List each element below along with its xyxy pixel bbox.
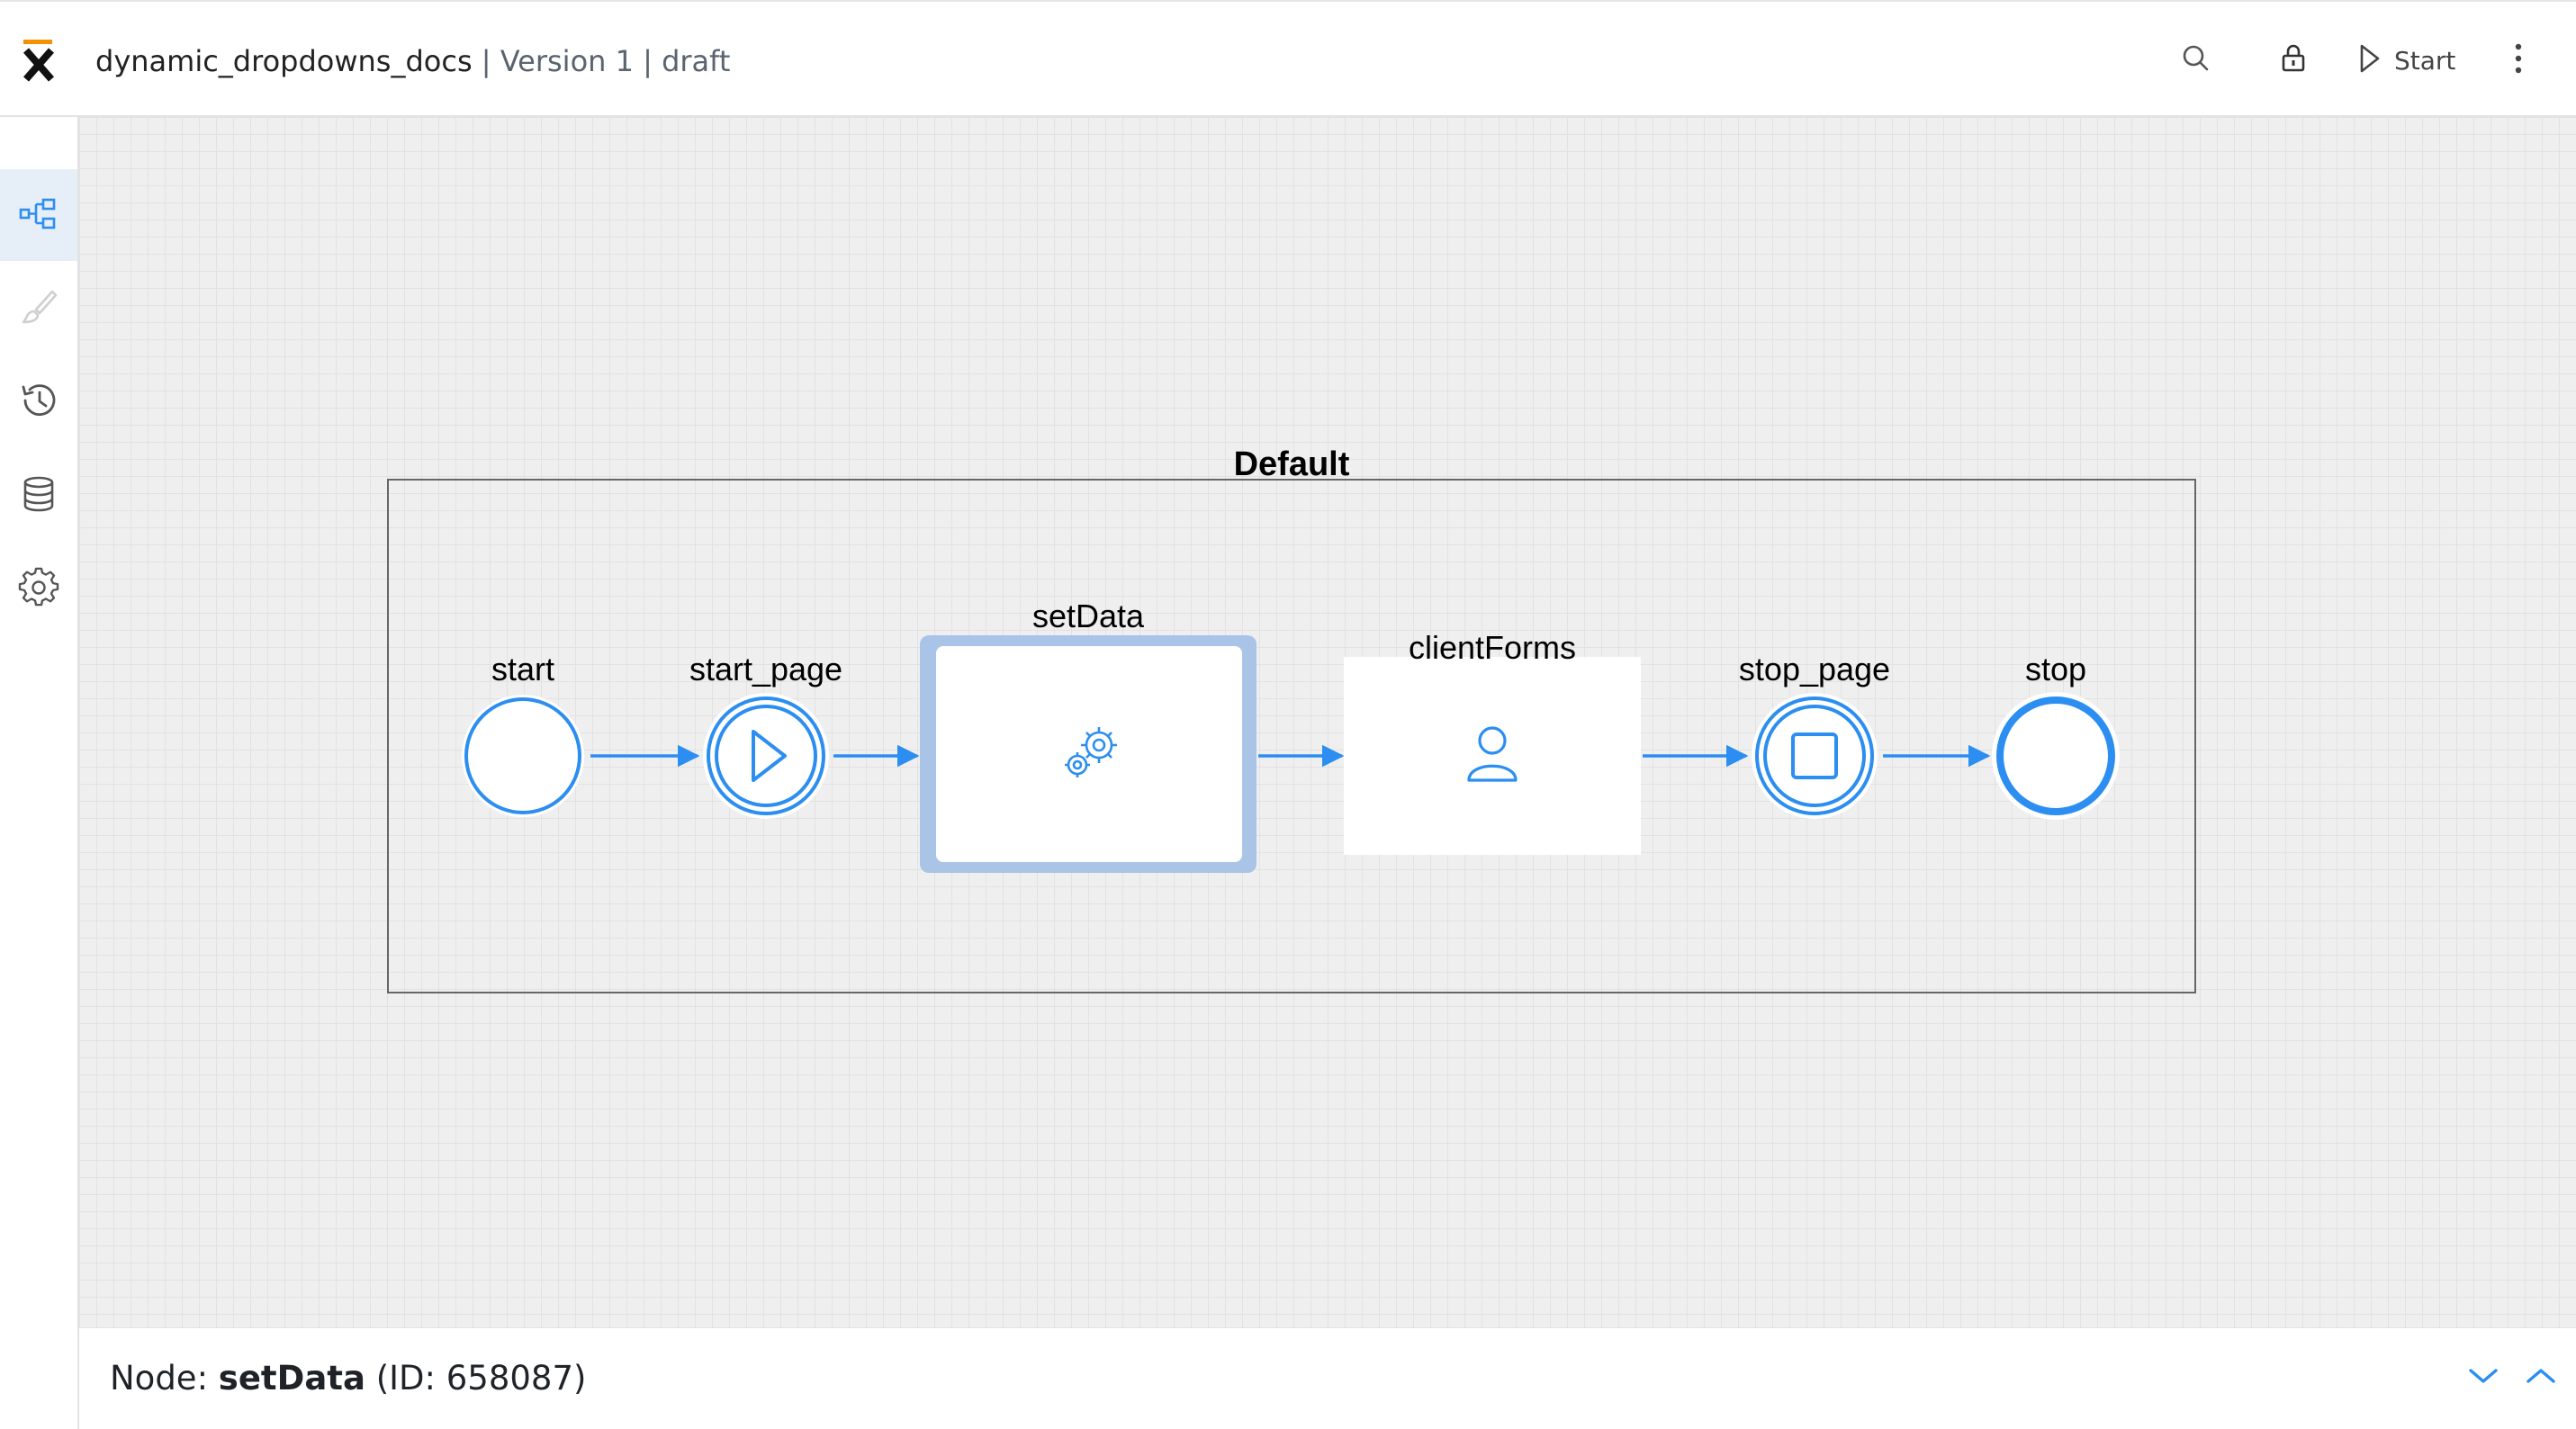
node-stop_page[interactable]: stop_page xyxy=(1739,651,1890,819)
start-button[interactable]: Start xyxy=(2356,38,2455,83)
node-info-prefix: Node: xyxy=(110,1359,219,1398)
version-label: Version 1 xyxy=(500,44,634,78)
swimlane-label: Default xyxy=(1234,445,1350,483)
node-label-start_page: start_page xyxy=(689,651,842,688)
kebab-menu-icon xyxy=(2511,40,2526,80)
collapse-panel-button[interactable] xyxy=(2461,1355,2506,1400)
node-stop[interactable]: stop xyxy=(1992,651,2120,820)
sidebar-item-process-diagram[interactable] xyxy=(0,169,77,261)
process-canvas[interactable]: Default start start_page setData xyxy=(79,117,2576,1327)
play-icon xyxy=(752,730,787,782)
node-label-clientForms: clientForms xyxy=(1409,629,1576,666)
chevron-down-icon xyxy=(2467,1365,2499,1390)
search-button[interactable] xyxy=(2180,38,2212,83)
stop-square-icon xyxy=(1791,732,1838,779)
process-title: dynamic_dropdowns_docs | Version 1 | dra… xyxy=(95,41,730,81)
database-icon xyxy=(18,473,59,518)
sidebar-item-data-model[interactable] xyxy=(0,450,77,542)
selected-node-info: Node: setData (ID: 658087) xyxy=(110,1359,586,1398)
node-setData[interactable]: setData xyxy=(920,598,1256,873)
top-bar: dynamic_dropdowns_docs | Version 1 | dra… xyxy=(0,0,2576,117)
node-start[interactable]: start xyxy=(462,651,584,817)
node-info-name: setData xyxy=(218,1359,365,1398)
lock-icon xyxy=(2277,42,2310,78)
node-label-setData: setData xyxy=(1032,598,1145,634)
search-icon xyxy=(2180,42,2212,78)
start-label: Start xyxy=(2394,45,2456,76)
more-options-button[interactable] xyxy=(2511,38,2526,83)
service-task-gear-icon xyxy=(1065,727,1117,777)
play-icon xyxy=(2356,42,2382,78)
app-name: dynamic_dropdowns_docs xyxy=(95,44,473,78)
node-label-stop_page: stop_page xyxy=(1739,651,1890,688)
process-diagram: Default start start_page setData xyxy=(387,445,2196,993)
sidebar-item-settings[interactable] xyxy=(0,544,77,635)
brush-icon xyxy=(18,286,59,331)
lock-button[interactable] xyxy=(2277,38,2310,83)
node-start_page[interactable]: start_page xyxy=(689,651,842,819)
x-logo-icon[interactable] xyxy=(20,38,58,85)
process-tree-icon xyxy=(18,193,59,238)
user-task-person-icon xyxy=(1467,726,1518,782)
node-details-panel: Node: setData (ID: 658087) xyxy=(79,1327,2576,1429)
history-icon xyxy=(18,380,59,425)
sidebar-item-theme[interactable] xyxy=(0,263,77,355)
title-separator: | xyxy=(643,44,653,78)
title-separator: | xyxy=(481,44,491,78)
node-clientForms[interactable]: clientForms xyxy=(1344,629,1641,855)
gear-icon xyxy=(18,567,59,612)
sidebar-item-history[interactable] xyxy=(0,356,77,448)
node-label-stop: stop xyxy=(2025,651,2086,688)
node-label-start: start xyxy=(491,651,554,688)
left-sidebar xyxy=(0,117,79,1429)
expand-panel-button[interactable] xyxy=(2518,1355,2563,1400)
chevron-up-icon xyxy=(2525,1365,2557,1390)
swimlane-default[interactable] xyxy=(387,479,2196,993)
node-info-id: (ID: 658087) xyxy=(365,1359,587,1398)
status-label: draft xyxy=(662,44,731,78)
